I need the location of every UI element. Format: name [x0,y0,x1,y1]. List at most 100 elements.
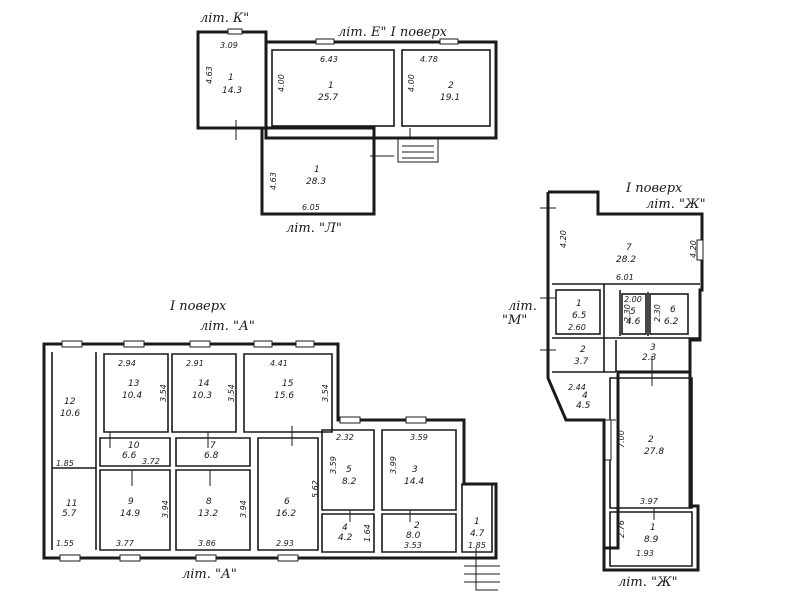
room-a7-area: 6.8 [204,451,219,461]
dim-a13-height: 3.54 [159,384,168,402]
right-building-group: I поверх літ. "Ж" літ. "М" 4.20 4.20 7 2… [502,181,706,590]
dim-a6-width: 2.93 [276,539,294,548]
dim-a10-width: 3.72 [142,457,160,466]
window [604,419,612,461]
a-corridor-rooms [99,437,251,467]
window [61,340,83,348]
a-middle-rooms [99,437,319,551]
dim-e2-height: 4.00 [407,74,416,92]
room-zh6-area: 6.2 [664,317,679,327]
room-a10-area: 6.6 [122,451,137,461]
dim-l-width: 6.05 [302,203,320,212]
room-e1-area: 25.7 [318,93,338,103]
room-a11-number: 11 [66,499,77,509]
dim-k-width: 3.09 [220,41,238,50]
dim-e2-width: 4.78 [420,55,438,64]
room-a8-number: 8 [206,497,212,507]
dim-a13-width: 2.94 [118,359,136,368]
room-a4-area: 4.2 [338,533,353,543]
room-a5-area: 8.2 [342,477,357,487]
room-zh5-area: 4.6 [626,317,641,327]
room-a11-area: 5.7 [62,509,77,519]
room-a13-number: 13 [128,379,140,389]
room-a10-number: 10 [128,441,140,451]
label-floor-right: I поверх [625,181,683,196]
room-a14-area: 10.3 [192,391,212,401]
room-zh3-area: 2.3 [642,353,657,363]
window [696,239,704,261]
dim-a9-height: 3.94 [161,500,170,518]
room-e2-inner [401,49,491,127]
label-floor-left: I поверх [169,299,227,314]
room-m2-area: 3.7 [574,357,589,367]
room-a9-area: 14.9 [120,509,140,519]
dim-e1-height: 4.00 [277,74,286,92]
label-lit-a-top: літ. "А" [200,319,255,334]
top-door-marks [235,120,411,157]
room-l1-area: 28.3 [306,177,326,187]
room-zh5-number: 5 [630,307,636,317]
top-stairs [397,137,439,163]
room-m2-number: 2 [580,345,586,355]
room-a5-number: 5 [346,465,352,475]
a-room-12-11-walls [51,352,97,550]
window [315,38,335,45]
dim-a9-width: 3.77 [116,539,135,548]
room-a4-number: 4 [342,523,348,533]
zh-outer-walls [548,190,704,572]
zh-inner-horizontal [552,283,700,373]
room-a8-area: 13.2 [198,509,218,519]
room-zh6-number: 6 [670,305,676,315]
room-e1-number: 1 [328,81,334,91]
room-zh2-number: 2 [648,435,654,445]
room-a1-number: 1 [474,517,480,527]
room-m1-area: 6.5 [572,311,587,321]
room-e2-area: 19.1 [440,93,460,103]
dim-a8-height: 3.94 [239,500,248,518]
dim-a5-height: 3.59 [329,456,338,474]
label-lit-m-letter: "М" [502,313,527,328]
dim-zh7-height-right: 4.20 [689,240,698,258]
window [119,554,141,562]
dim-a11-width: 1.55 [56,539,74,548]
dim-zh1-height: 2.76 [617,520,626,538]
room-zh1-number: 1 [650,523,656,533]
room-a12-area: 10.6 [60,409,80,419]
room-zh6-walls [649,293,689,335]
room-k1-number: 1 [228,73,234,83]
room-a2-number: 2 [414,521,420,531]
room-a12-number: 12 [64,397,76,407]
room-zh5-walls [621,293,647,335]
dim-a4-height: 1.64 [363,524,372,542]
room-l1-number: 1 [314,165,320,175]
room-a6-number: 6 [284,497,290,507]
dim-a6-height: 5.62 [311,480,320,498]
dim-zh5-width: 2.00 [624,295,642,304]
room-a3-number: 3 [412,465,418,475]
window [253,340,273,348]
room-zh4-area: 4.5 [576,401,591,411]
room-e2-number: 2 [448,81,454,91]
room-l1-walls [260,126,376,216]
dim-a14-width: 2.91 [186,359,204,368]
dim-zh7-width: 6.01 [616,273,634,282]
room-a2-area: 8.0 [406,531,421,541]
window [123,340,145,348]
room-zh4-number: 4 [582,391,588,401]
label-lit-m: літ. [508,299,537,314]
window [295,340,315,348]
window [195,554,217,562]
dim-a12-height: 1.85 [56,459,74,468]
label-lit-e: літ. Е" I поверх [338,25,448,40]
dim-m1-width: 2.60 [568,323,586,332]
dim-a1-width: 1.85 [468,541,486,550]
window [439,38,459,45]
room-a14-number: 14 [198,379,210,389]
room-a9-number: 9 [128,497,134,507]
window [277,554,299,562]
room-a13-area: 10.4 [122,391,142,401]
zh-door-marks [540,207,655,520]
room-k1-area: 14.3 [222,86,242,96]
dim-k-height: 4.63 [205,66,214,84]
